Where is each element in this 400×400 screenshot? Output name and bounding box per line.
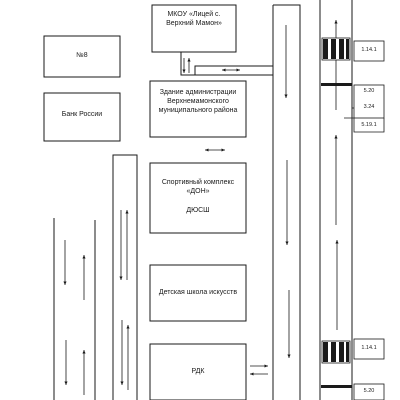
top-driveway	[273, 4, 301, 400]
sign-box-bottom-bump	[353, 383, 385, 400]
building-no8	[43, 35, 121, 78]
sign-3-24: 3.24	[363, 104, 375, 110]
sign-5-20: 5.20	[363, 88, 375, 94]
sign-1-14-1-bottom: 1.14.1	[361, 345, 377, 351]
rdk-label: РДК	[191, 368, 205, 375]
sign-5-19-1: 5.19.1	[361, 122, 377, 128]
school-label: МКОУ «Лицей с. Верхний Мамон»	[166, 11, 222, 27]
sport-sublabel: ДЮСШ	[186, 207, 210, 214]
sign-box-group1	[353, 84, 385, 119]
art-school-label: Детская школа искусств	[158, 289, 238, 296]
sign-box-5-19-1	[344, 117, 385, 133]
school-driveway	[180, 52, 273, 76]
building-no8-label: №8	[76, 52, 88, 59]
admin-building	[149, 80, 247, 138]
sign-1-14-1-top: 1.14.1	[361, 47, 377, 53]
bank-label: Банк России	[61, 111, 103, 118]
middle-road	[112, 154, 138, 400]
speed-bump-bottom	[321, 385, 352, 388]
sign-5-20-bottom: 5.20	[363, 388, 375, 394]
admin-label: Здание администрации Верхнемамонского му…	[158, 89, 238, 114]
sport-label: Спортивный комплекс «ДОН»	[161, 179, 235, 195]
rdk-building	[149, 343, 247, 400]
sign-box-bottom-crossing	[353, 338, 385, 360]
art-school-building	[149, 264, 247, 322]
speed-bump-top	[321, 83, 352, 86]
pedestrian-crossing-bottom	[321, 340, 351, 364]
sign-box-top-crossing	[353, 40, 385, 62]
sport-building	[149, 162, 247, 234]
bank-building	[43, 92, 121, 142]
pedestrian-crossing-top	[321, 37, 351, 61]
school-building	[151, 4, 237, 53]
